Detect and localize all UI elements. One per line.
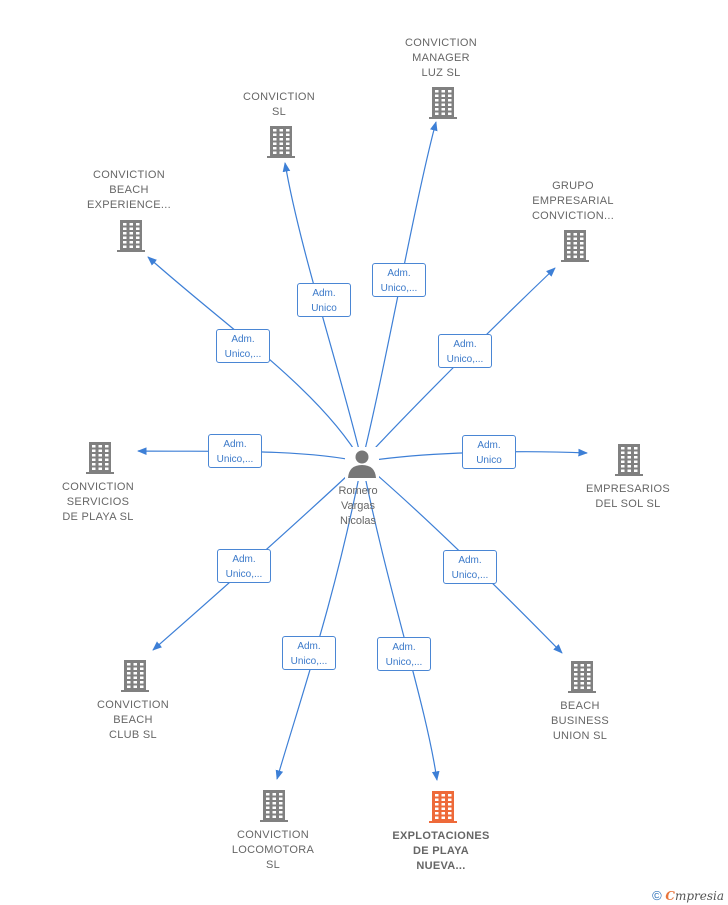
role-badge-line: Adm.: [232, 554, 256, 565]
role-badge-line: Unico: [476, 455, 502, 466]
company-label-line: DEL SOL SL: [595, 498, 661, 510]
company-label-line: LOCOMOTORA: [231, 844, 315, 856]
company-label-conviction-servicios-de-playa[interactable]: CONVICTION SERVICIOS DE PLAYA SL: [62, 480, 134, 525]
company-label-line: BEACH: [560, 700, 600, 712]
company-label-line: BUSINESS: [550, 715, 610, 727]
role-badge-line: Unico,...: [446, 354, 484, 365]
building-icon[interactable]: [429, 87, 457, 119]
company-label-line: SL: [271, 106, 287, 118]
company-label-conviction-beach-club[interactable]: CONVICTION BEACH CLUB SL: [97, 698, 169, 743]
company-label-line: CONVICTION...: [531, 210, 615, 222]
company-label-conviction-sl[interactable]: CONVICTION SL: [243, 90, 315, 120]
person-name-line: Nicolas: [339, 515, 377, 527]
company-label-line: CONVICTION: [61, 481, 135, 493]
company-label-line: EXPLOTACIONES: [392, 830, 490, 842]
role-badge-explotaciones-de-playa-nueva[interactable]: Adm. Unico,...: [377, 637, 431, 671]
person-name-line: Romero: [338, 485, 378, 497]
role-badge-line: Unico,...: [216, 454, 254, 465]
company-label-line: SL: [265, 859, 281, 871]
role-badge-line: Adm.: [297, 641, 321, 652]
company-label-conviction-locomotora[interactable]: CONVICTION LOCOMOTORA SL: [232, 828, 314, 873]
company-label-explotaciones-de-playa-nueva[interactable]: EXPLOTACIONES DE PLAYA NUEVA...: [392, 829, 489, 874]
role-badge-line: Adm.: [312, 288, 336, 299]
role-badge-conviction-sl[interactable]: Adm. Unico: [297, 283, 351, 317]
company-label-line: EMPRESARIOS: [586, 483, 670, 495]
company-label-conviction-manager-luz[interactable]: CONVICTION MANAGER LUZ SL: [405, 36, 477, 81]
company-label-empresarios-del-sol[interactable]: EMPRESARIOS DEL SOL SL: [586, 482, 670, 512]
company-label-line: LUZ SL: [421, 67, 461, 79]
company-label-line: CONVICTION: [236, 829, 310, 841]
company-label-line: CLUB SL: [109, 729, 157, 741]
company-label-line: NUEVA...: [416, 860, 466, 872]
role-badge-conviction-locomotora[interactable]: Adm. Unico,...: [282, 636, 336, 670]
role-badge-line: Unico: [311, 303, 337, 314]
role-badge-grupo-empresarial-conviction[interactable]: Adm. Unico,...: [438, 334, 492, 368]
company-label-line: BEACH: [113, 714, 153, 726]
company-label-line: DE PLAYA: [413, 845, 469, 857]
role-badge-conviction-servicios-de-playa[interactable]: Adm. Unico,...: [208, 434, 262, 468]
footer-brand[interactable]: © Cmpresia: [652, 888, 724, 903]
building-icon[interactable]: [568, 661, 596, 693]
empresia-logo: Cmpresia: [665, 889, 724, 903]
building-icon[interactable]: [117, 220, 145, 252]
role-badge-line: Adm.: [231, 334, 255, 345]
company-label-line: EMPRESARIAL: [532, 195, 614, 207]
company-label-beach-business-union[interactable]: BEACH BUSINESS UNION SL: [551, 699, 609, 744]
role-badge-conviction-beach-club[interactable]: Adm. Unico,...: [217, 549, 271, 583]
role-badge-conviction-manager-luz[interactable]: Adm. Unico,...: [372, 263, 426, 297]
building-icon[interactable]: [121, 660, 149, 692]
building-icon[interactable]: [615, 444, 643, 476]
role-badge-empresarios-del-sol[interactable]: Adm. Unico: [462, 435, 516, 469]
company-label-conviction-beach-experience[interactable]: CONVICTION BEACH EXPERIENCE...: [87, 168, 171, 213]
role-badge-line: Unico,...: [290, 656, 328, 667]
role-badge-line: Unico,...: [380, 283, 418, 294]
edge-conviction-beach-experience: [147, 256, 363, 463]
role-badge-line: Unico,...: [451, 570, 489, 581]
company-label-grupo-empresarial-conviction[interactable]: GRUPO EMPRESARIAL CONVICTION...: [532, 179, 614, 224]
role-badge-line: Unico,...: [225, 569, 263, 580]
role-badge-conviction-beach-experience[interactable]: Adm. Unico,...: [216, 329, 270, 363]
edge-grupo-empresarial-conviction: [361, 267, 556, 463]
company-label-line: UNION SL: [552, 730, 608, 742]
company-label-line: BEACH: [109, 184, 149, 196]
role-badge-beach-business-union[interactable]: Adm. Unico,...: [443, 550, 497, 584]
company-label-line: SERVICIOS: [66, 496, 130, 508]
role-badge-line: Adm.: [453, 339, 477, 350]
role-badge-line: Adm.: [392, 642, 416, 653]
role-badge-line: Adm.: [223, 439, 247, 450]
company-label-line: CONVICTION: [242, 91, 316, 103]
building-icon[interactable]: [86, 442, 114, 474]
building-icon[interactable]: [561, 230, 589, 262]
company-label-line: EXPERIENCE...: [87, 199, 171, 211]
person-icon[interactable]: [345, 447, 379, 481]
company-label-line: CONVICTION: [96, 699, 170, 711]
building-icon[interactable]: [429, 791, 457, 823]
role-badge-line: Adm.: [477, 440, 501, 451]
company-label-line: CONVICTION: [92, 169, 166, 181]
copyright-symbol: ©: [652, 888, 662, 903]
company-label-line: CONVICTION: [404, 37, 478, 49]
role-badge-line: Adm.: [387, 268, 411, 279]
role-badge-line: Unico,...: [385, 657, 423, 668]
building-icon[interactable]: [267, 126, 295, 158]
building-icon[interactable]: [260, 790, 288, 822]
company-label-line: DE PLAYA SL: [62, 511, 134, 523]
role-badge-line: Adm.: [458, 555, 482, 566]
person-name-line: Vargas: [340, 500, 376, 512]
company-label-line: MANAGER: [412, 52, 470, 64]
company-label-line: GRUPO: [552, 180, 594, 192]
role-badge-line: Unico,...: [224, 349, 262, 360]
